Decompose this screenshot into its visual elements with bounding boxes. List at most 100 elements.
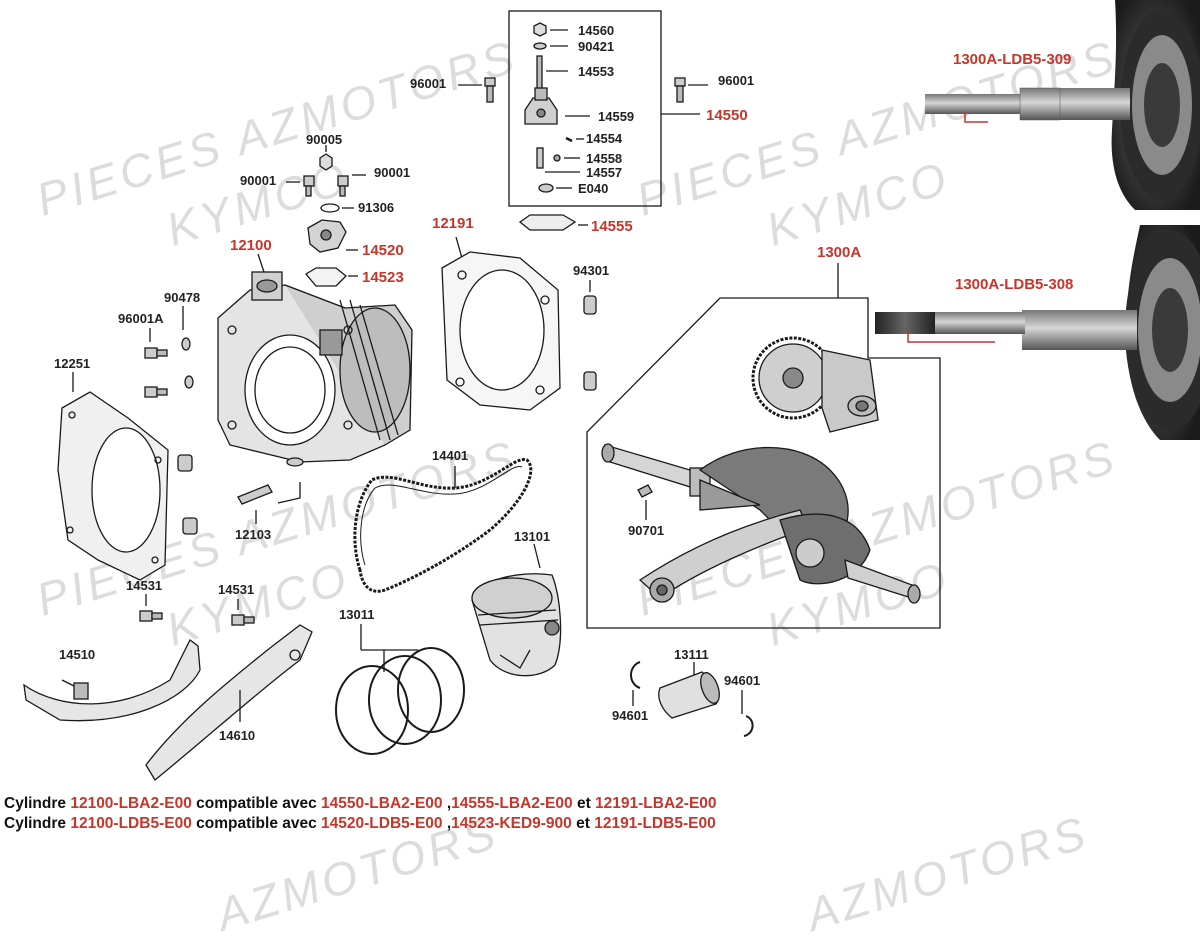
bolt-90001-left-part bbox=[286, 175, 315, 197]
part-label: 90701 bbox=[628, 523, 665, 538]
part-label-highlight: 12100 bbox=[230, 237, 272, 254]
part-label: 13011 bbox=[339, 607, 375, 622]
part-label-highlight: 1300A-LDB5-308 bbox=[955, 276, 1074, 293]
part-label: 14531 bbox=[218, 582, 255, 597]
part-label: 90001 bbox=[240, 173, 277, 188]
caption-text: Cylindre bbox=[4, 815, 71, 832]
caption-text: et bbox=[572, 795, 596, 812]
part-label-highlight: 12191 bbox=[432, 215, 474, 232]
piston-pin-13111-part bbox=[658, 662, 720, 719]
part-label: 14610 bbox=[219, 728, 256, 743]
bolt-14531-right-part bbox=[231, 599, 255, 626]
oil-pump-drive-part bbox=[821, 349, 879, 433]
bolt-14553-part bbox=[536, 55, 568, 93]
bolt-96001-right-part bbox=[674, 77, 708, 103]
part-label: 94301 bbox=[573, 263, 610, 278]
dowel-part bbox=[177, 454, 193, 472]
part-label-highlight: 14523 bbox=[362, 269, 404, 286]
part-label-highlight: 14550 bbox=[706, 107, 748, 124]
compatibility-line: Cylindre 12100-LBA2-E00 compatible avec … bbox=[4, 794, 717, 814]
bolt-14531-left-part bbox=[139, 594, 163, 622]
caption-part-number: 14555-LBA2-E00 bbox=[451, 795, 573, 812]
gasket-14555-part bbox=[518, 214, 588, 231]
photo-crankshaft-308 bbox=[875, 225, 1200, 440]
part-label: 14510 bbox=[59, 647, 96, 662]
part-label: 91306 bbox=[358, 200, 395, 215]
cylinder-12100-part bbox=[217, 253, 413, 467]
caption-part-number: 12100-LBA2-E00 bbox=[70, 795, 192, 812]
photo-crankshaft-309 bbox=[925, 0, 1200, 210]
part-label-highlight: 14555 bbox=[591, 218, 633, 235]
key-90701-part bbox=[637, 484, 653, 520]
spring-14558-part bbox=[536, 147, 580, 169]
bolt-96001A-part bbox=[144, 328, 168, 398]
part-label-highlight: 14520 bbox=[362, 242, 404, 259]
part-label: 96001A bbox=[118, 311, 164, 326]
part-label: 90421 bbox=[578, 39, 615, 54]
caption-part-number: 12100-LDB5-E00 bbox=[70, 815, 192, 832]
clip-94601-right-part bbox=[741, 690, 754, 737]
part-label: 12251 bbox=[54, 356, 91, 371]
tensioner-body-14559-part bbox=[524, 87, 590, 125]
part-label: 12103 bbox=[235, 527, 272, 542]
chain-14401-part bbox=[353, 458, 533, 593]
washer-90421-part bbox=[533, 42, 568, 50]
bolt-90001-right-part bbox=[337, 174, 366, 197]
part-label: E040 bbox=[578, 181, 609, 196]
part-label: 96001 bbox=[410, 76, 447, 91]
compatibility-line: Cylindre 12100-LDB5-E00 compatible avec … bbox=[4, 814, 717, 834]
part-label: 96001 bbox=[718, 73, 755, 88]
caption-part-number: 14523-KED9-900 bbox=[451, 815, 572, 832]
part-label: 90001 bbox=[374, 165, 411, 180]
caption-part-number: 14550-LBA2-E00 bbox=[321, 795, 443, 812]
part-label-highlight: 1300A bbox=[817, 244, 862, 261]
gasket-12191-part bbox=[441, 236, 561, 411]
caption-part-number: 12191-LDB5-E00 bbox=[594, 815, 716, 832]
part-label: 90478 bbox=[164, 290, 201, 305]
rings-13011-part bbox=[335, 624, 465, 755]
parts-diagram bbox=[23, 0, 1200, 781]
dowel-part bbox=[182, 517, 198, 535]
gasket-14523-part bbox=[305, 267, 358, 287]
dowel-94301-part bbox=[583, 280, 597, 391]
gasket-12251-part bbox=[57, 372, 169, 581]
part-label: 14557 bbox=[586, 165, 623, 180]
caption-part-number: 14520-LDB5-E00 bbox=[321, 815, 443, 832]
part-label: 14531 bbox=[126, 578, 163, 593]
part-label: 90005 bbox=[306, 132, 343, 147]
caption-text: et bbox=[571, 815, 595, 832]
tensioner-14520-part bbox=[307, 219, 358, 253]
part-label: 94601 bbox=[724, 673, 761, 688]
part-label: 14559 bbox=[598, 109, 635, 124]
part-label: 14554 bbox=[586, 131, 623, 146]
part-label: 14558 bbox=[586, 151, 623, 166]
caption-text: Cylindre bbox=[4, 795, 71, 812]
caption-text: , bbox=[442, 795, 452, 812]
caption-text: , bbox=[442, 815, 452, 832]
part-label: 13111 bbox=[674, 647, 709, 662]
washer-90478-part bbox=[181, 306, 194, 389]
nut-90005-part bbox=[319, 145, 333, 171]
clip-94601-left-part bbox=[630, 661, 641, 706]
bolt-14560-part bbox=[533, 22, 568, 37]
caption-part-number: 12191-LBA2-E00 bbox=[595, 795, 717, 812]
caption-text: compatible avec bbox=[191, 815, 322, 832]
pin-14554-part bbox=[565, 136, 584, 143]
part-label-highlight: 1300A-LDB5-309 bbox=[953, 51, 1072, 68]
crank-gear-part bbox=[751, 336, 835, 420]
compatibility-notes: Cylindre 12100-LBA2-E00 compatible avec … bbox=[4, 794, 717, 834]
slider-14610-part bbox=[145, 624, 313, 781]
part-label: 94601 bbox=[612, 708, 649, 723]
part-label: 14560 bbox=[578, 23, 615, 38]
part-label: 14401 bbox=[432, 448, 469, 463]
guide-14510-part bbox=[23, 639, 201, 722]
part-label: 14553 bbox=[578, 64, 615, 79]
pin-12103-part bbox=[237, 482, 301, 524]
oring-91306-part bbox=[320, 203, 354, 213]
tensioner-kit-box bbox=[508, 10, 662, 207]
bolt-96001-left-part bbox=[458, 77, 496, 103]
piston-13101-part bbox=[471, 543, 562, 677]
caption-text: compatible avec bbox=[191, 795, 322, 812]
crankshaft-1300A-part bbox=[601, 443, 921, 604]
part-label: 13101 bbox=[514, 529, 551, 544]
